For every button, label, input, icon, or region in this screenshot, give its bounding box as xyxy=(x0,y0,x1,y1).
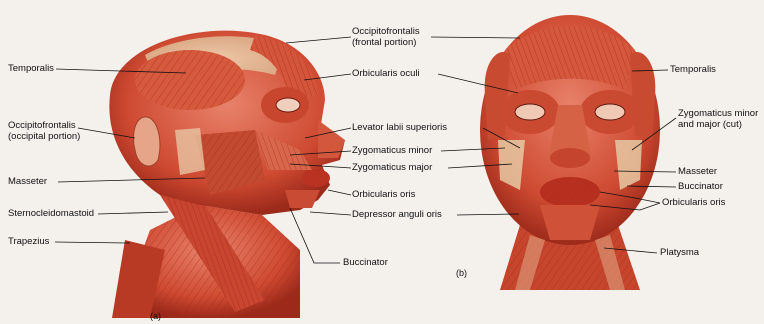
label-temporalis-right: Temporalis xyxy=(670,64,716,75)
label-depressor-anguli-oris: Depressor anguli oris xyxy=(352,209,442,220)
panel-label-a: (a) xyxy=(150,311,161,321)
label-buccinator-center: Buccinator xyxy=(343,257,388,268)
label-zygomaticus-major: Zygomaticus major xyxy=(352,162,432,173)
label-orbicularis-oculi: Orbicularis oculi xyxy=(352,68,420,79)
label-zygomaticus-minor-major-cut: Zygomaticus minor and major (cut) xyxy=(678,108,758,130)
anterior-face-figure xyxy=(480,15,660,290)
label-sternocleidomastoid: Sternocleidomastoid xyxy=(8,208,94,219)
label-occipitofrontalis-frontal: Occipitofrontalis (frontal portion) xyxy=(352,26,420,48)
lateral-head-figure xyxy=(109,31,345,318)
label-orbicularis-oris-right: Orbicularis oris xyxy=(662,197,725,208)
label-masseter-left: Masseter xyxy=(8,176,47,187)
label-levator-labii-superioris: Levator labii superioris xyxy=(352,122,447,133)
panel-label-b: (b) xyxy=(456,268,467,278)
label-occipitofrontalis-occipital: Occipitofrontalis (occipital portion) xyxy=(8,120,80,142)
label-orbicularis-oris-center: Orbicularis oris xyxy=(352,189,415,200)
label-masseter-right: Masseter xyxy=(678,166,717,177)
label-zygomaticus-minor: Zygomaticus minor xyxy=(352,145,432,156)
label-temporalis-left: Temporalis xyxy=(8,63,54,74)
label-platysma: Platysma xyxy=(660,247,699,258)
label-trapezius: Trapezius xyxy=(8,236,49,247)
label-buccinator-right: Buccinator xyxy=(678,181,723,192)
